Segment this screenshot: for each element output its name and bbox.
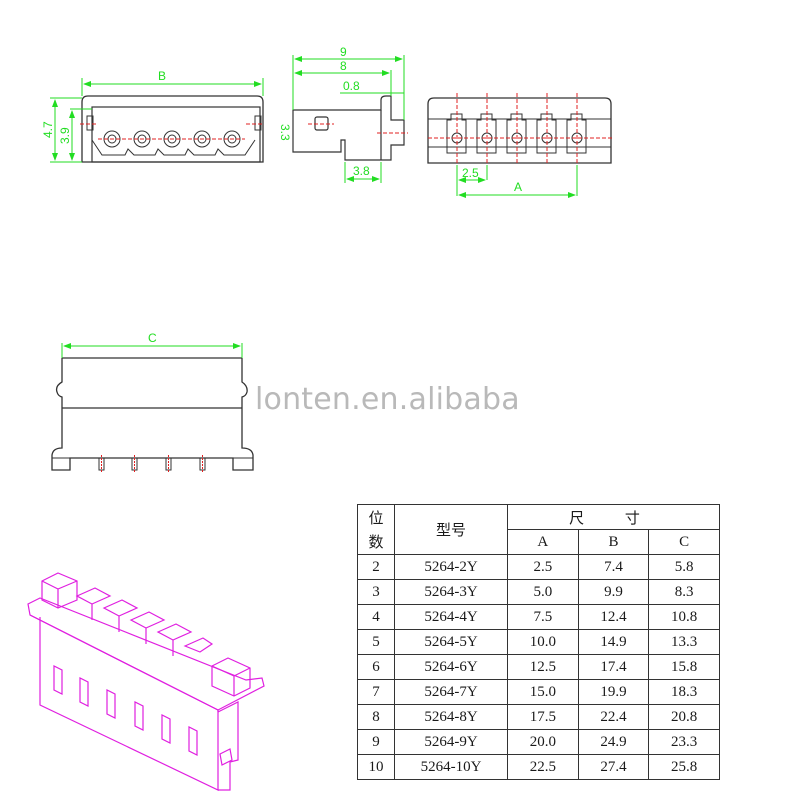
header-model: 型号 [394, 504, 508, 555]
cell-a: 5.0 [507, 579, 579, 605]
cell-a: 17.5 [507, 704, 579, 730]
cell-b: 7.4 [577, 554, 650, 580]
cell-b: 22.4 [577, 704, 650, 730]
table-header-row: 位 数 型号 尺 寸 [357, 504, 720, 555]
dim-pitch: 2.5 [462, 166, 479, 180]
dim-side-label: 3.3 [278, 124, 292, 141]
dim-a-label: A [514, 180, 522, 194]
cell-c: 23.3 [648, 729, 720, 755]
cell-model: 5264-10Y [394, 754, 508, 780]
dim-lip: 0.8 [343, 79, 360, 93]
table-subheader-row: A B C [358, 529, 720, 555]
dim-height-inner: 3.9 [58, 127, 72, 144]
front-view: B 4.7 3.9 3.3 [41, 69, 292, 163]
header-positions: 位 数 [357, 504, 395, 555]
header-dimensions: 尺 寸 [507, 504, 720, 530]
cell-pos: 9 [357, 729, 395, 755]
cell-a: 7.5 [507, 604, 579, 630]
cell-c: 13.3 [648, 629, 720, 655]
cell-a: 10.0 [507, 629, 579, 655]
top-view: C [51, 331, 254, 473]
cell-pos: 10 [357, 754, 395, 780]
cell-model: 5264-8Y [394, 704, 508, 730]
cell-pos: 7 [357, 679, 395, 705]
cell-b: 27.4 [577, 754, 650, 780]
cell-c: 10.8 [648, 604, 720, 630]
cell-a: 15.0 [507, 679, 579, 705]
header-positions-top: 位 [368, 508, 384, 527]
side-view: 9 8 0.8 3.8 [292, 45, 408, 183]
cell-b: 19.9 [577, 679, 650, 705]
cell-c: 15.8 [648, 654, 720, 680]
header-col-c: C [648, 529, 720, 555]
cell-b: 24.9 [577, 729, 650, 755]
rear-view: 2.5 A [427, 93, 612, 198]
cell-model: 5264-3Y [394, 579, 508, 605]
cell-pos: 3 [357, 579, 395, 605]
cell-pos: 4 [357, 604, 395, 630]
cell-b: 12.4 [577, 604, 650, 630]
header-col-b: B [577, 529, 650, 555]
dim-overall: 9 [340, 45, 347, 59]
header-col-a: A [507, 529, 579, 555]
cell-b: 17.4 [577, 654, 650, 680]
dim-foot: 3.8 [353, 164, 370, 178]
watermark-text: lonten.en.alibaba [255, 382, 520, 417]
cell-model: 5264-6Y [394, 654, 508, 680]
cell-a: 2.5 [507, 554, 579, 580]
cell-model: 5264-4Y [394, 604, 508, 630]
cell-a: 20.0 [507, 729, 579, 755]
dim-c-label: C [148, 331, 157, 345]
cell-pos: 2 [357, 554, 395, 580]
cell-b: 9.9 [577, 579, 650, 605]
cell-model: 5264-7Y [394, 679, 508, 705]
cell-pos: 8 [357, 704, 395, 730]
cell-model: 5264-9Y [394, 729, 508, 755]
cell-c: 25.8 [648, 754, 720, 780]
cell-model: 5264-5Y [394, 629, 508, 655]
cell-c: 18.3 [648, 679, 720, 705]
cell-a: 22.5 [507, 754, 579, 780]
cell-a: 12.5 [507, 654, 579, 680]
isometric-view [27, 572, 265, 791]
cell-c: 5.8 [648, 554, 720, 580]
cell-c: 20.8 [648, 704, 720, 730]
cell-c: 8.3 [648, 579, 720, 605]
cell-b: 14.9 [577, 629, 650, 655]
header-positions-bottom: 数 [368, 532, 384, 551]
cell-pos: 5 [357, 629, 395, 655]
cell-pos: 6 [357, 654, 395, 680]
dim-b-label: B [158, 69, 166, 83]
dim-height-outer: 4.7 [41, 121, 55, 138]
cell-model: 5264-2Y [394, 554, 508, 580]
dim-body: 8 [340, 59, 347, 73]
